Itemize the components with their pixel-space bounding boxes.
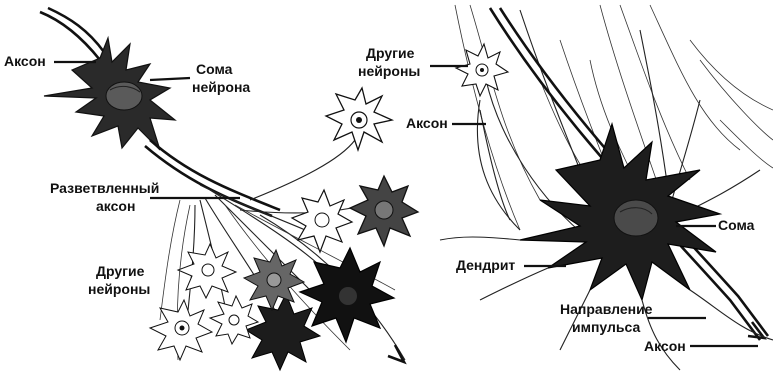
label-other-neurons-left-line1: Другие <box>96 263 145 279</box>
small-neuron-9 <box>210 296 258 344</box>
pointer-soma <box>150 78 190 80</box>
right-neuron-soma <box>520 124 720 300</box>
label-soma-right: Сома <box>718 217 755 233</box>
small-neuron-6 <box>244 250 304 310</box>
label-other-neurons-right-line2: нейроны <box>358 63 420 79</box>
label-soma-line2: нейрона <box>192 79 250 95</box>
label-direction-line1: Направление <box>560 301 653 317</box>
label-branched-line2: аксон <box>96 198 135 214</box>
label-other-neurons-left-line2: нейроны <box>88 281 150 297</box>
label-direction-line2: импульса <box>572 319 640 335</box>
small-neuron-right-top <box>456 44 508 96</box>
right-panel: Другие нейроны Аксон Сома Дендрит Направ… <box>358 5 773 370</box>
label-other-neurons-right-line1: Другие <box>366 45 415 61</box>
label-axon-top-left: Аксон <box>4 53 46 69</box>
small-neuron-8 <box>150 300 212 360</box>
label-dendrite: Дендрит <box>456 257 515 273</box>
small-neuron-1 <box>326 88 392 150</box>
left-panel: Аксон Сома нейрона Разветвленный аксон Д… <box>4 8 418 370</box>
dark-neuron-4 <box>300 248 394 342</box>
small-neuron-2 <box>350 176 418 246</box>
label-branched-line1: Разветвленный <box>50 180 159 196</box>
label-axon-right-lower: Аксон <box>644 338 686 354</box>
small-neuron-7 <box>178 244 236 298</box>
dark-neuron-5 <box>246 294 320 370</box>
main-neuron-soma <box>44 38 175 150</box>
label-axon-right-upper: Аксон <box>406 115 448 131</box>
label-soma-line1: Сома <box>196 61 233 77</box>
